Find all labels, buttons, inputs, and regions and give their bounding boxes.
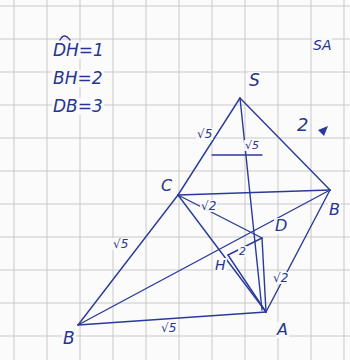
length-label: √5 bbox=[160, 322, 177, 334]
length-label: 2 bbox=[238, 246, 247, 257]
note-text: SA bbox=[312, 38, 332, 52]
point-label: S bbox=[248, 72, 261, 89]
point-label: D bbox=[274, 218, 288, 234]
scribble-mark bbox=[318, 126, 328, 136]
length-label: √5 bbox=[112, 238, 129, 250]
point-label: B bbox=[62, 330, 76, 347]
length-label: √5 bbox=[196, 128, 213, 140]
length-label: 2 bbox=[296, 116, 309, 134]
note-text: BH=2 bbox=[52, 70, 104, 87]
note-text: DB=3 bbox=[52, 98, 104, 115]
length-label: √5 bbox=[244, 140, 260, 151]
length-label: √2 bbox=[272, 272, 289, 284]
length-label: √2 bbox=[200, 200, 217, 212]
point-label: B bbox=[328, 202, 341, 218]
point-label: H bbox=[214, 258, 227, 272]
point-label: A bbox=[276, 322, 289, 338]
note-text: DH=1 bbox=[52, 42, 105, 59]
point-label: C bbox=[160, 178, 173, 194]
